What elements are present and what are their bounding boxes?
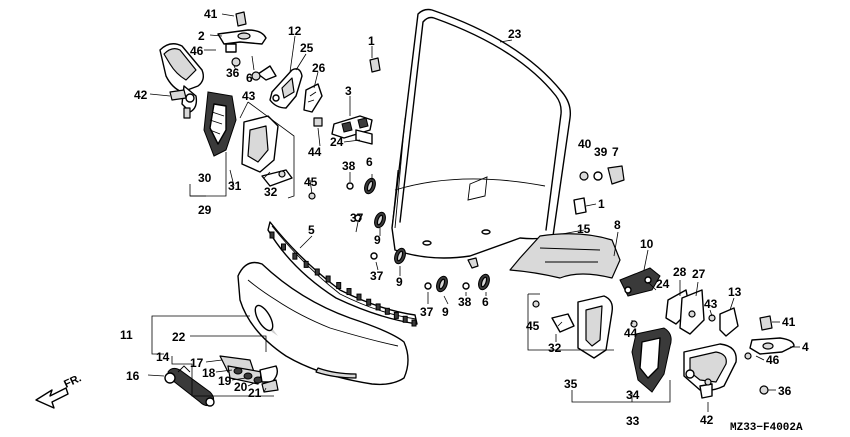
callout-1-right: 1 — [598, 197, 605, 211]
callout-17: 17 — [190, 356, 204, 370]
strip-tab — [356, 293, 362, 301]
callout-35: 35 — [564, 377, 578, 391]
callout-24-center: 24 — [330, 135, 344, 149]
callout-36: 36 — [226, 66, 240, 80]
callout-42-right: 42 — [700, 413, 714, 427]
callout-42: 42 — [134, 88, 148, 102]
callout-34: 34 — [626, 388, 640, 402]
callout-16: 16 — [126, 369, 140, 383]
top-clamp-assembly — [217, 11, 267, 67]
front-cowl — [237, 261, 409, 386]
callout-13: 13 — [728, 285, 742, 299]
callout-labels: 41 2 46 36 6 12 25 26 42 43 30 31 32 45 … — [120, 7, 809, 428]
callout-39: 39 — [594, 145, 608, 159]
front-direction-arrow: FR. — [35, 372, 83, 409]
callout-27: 27 — [692, 267, 706, 281]
callout-19: 19 — [218, 374, 232, 388]
strip-tab — [336, 282, 342, 290]
right-clips — [573, 165, 625, 215]
callout-8: 8 — [614, 218, 621, 232]
callout-15: 15 — [577, 222, 591, 236]
strip-tab — [375, 303, 381, 311]
callout-32-right: 32 — [548, 341, 562, 355]
center-mount-bracket — [313, 57, 381, 145]
callout-37-b: 37 — [370, 269, 384, 283]
callout-40: 40 — [578, 137, 592, 151]
callout-45: 45 — [304, 175, 318, 189]
grommets-and-screws — [346, 177, 490, 293]
callout-44-right: 44 — [624, 326, 638, 340]
callout-22: 22 — [172, 330, 186, 344]
callout-3: 3 — [345, 84, 352, 98]
callout-44-center: 44 — [308, 145, 322, 159]
callout-14: 14 — [156, 350, 170, 364]
callout-9-c: 9 — [442, 305, 449, 319]
callout-20: 20 — [234, 380, 248, 394]
callout-29: 29 — [198, 203, 212, 217]
callout-26: 26 — [312, 61, 326, 75]
strip-tab — [269, 231, 275, 239]
callout-41: 41 — [204, 7, 218, 21]
strip-tab — [314, 268, 320, 276]
drawing-code: MZ33−F4002A — [730, 422, 803, 434]
callout-41-right: 41 — [782, 315, 796, 329]
callout-9-b: 9 — [396, 275, 403, 289]
strip-tab — [292, 252, 298, 260]
leader-lines — [147, 13, 800, 412]
right-mount-brackets — [619, 267, 795, 395]
callout-38-right: 38 — [458, 295, 472, 309]
callout-45-right: 45 — [526, 319, 540, 333]
callout-43-right: 43 — [704, 297, 718, 311]
left-mirror — [159, 43, 205, 113]
callout-46-right: 46 — [766, 353, 780, 367]
strip-tab — [325, 275, 331, 283]
callout-21: 21 — [248, 386, 262, 400]
strip-tab — [346, 288, 352, 296]
callout-9-a: 9 — [374, 233, 381, 247]
right-mirror — [683, 343, 737, 399]
callout-7: 7 — [612, 145, 619, 159]
left-bracket-assembly — [169, 89, 316, 200]
strip-tab — [402, 315, 408, 323]
strip-tab — [393, 311, 399, 319]
callout-36-right: 36 — [778, 384, 792, 398]
inner-cover-strip — [267, 221, 418, 327]
callout-6: 6 — [246, 71, 253, 85]
callout-30: 30 — [198, 171, 212, 185]
mirror-mount-brackets — [251, 65, 323, 113]
callout-1-top: 1 — [368, 34, 375, 48]
strip-tab — [303, 260, 309, 268]
callout-32: 32 — [264, 185, 278, 199]
direction-label: FR. — [62, 372, 83, 390]
callout-38-left: 38 — [342, 159, 356, 173]
callout-6-right: 6 — [482, 295, 489, 309]
callout-31: 31 — [228, 179, 242, 193]
callout-6-center: 6 — [366, 155, 373, 169]
callout-11: 11 — [120, 328, 133, 342]
callout-2: 2 — [198, 29, 205, 43]
strip-tab — [280, 243, 286, 251]
callout-37-c: 37 — [420, 305, 434, 319]
callout-46: 46 — [190, 44, 204, 58]
callout-24-right: 24 — [656, 277, 670, 291]
callout-25: 25 — [300, 41, 314, 55]
right-bracket-assembly — [532, 295, 672, 393]
callout-4: 4 — [802, 340, 809, 354]
strip-tab — [384, 307, 390, 315]
windscreen — [391, 8, 572, 269]
callout-43: 43 — [242, 89, 256, 103]
callout-33: 33 — [626, 414, 640, 428]
callout-28: 28 — [673, 265, 687, 279]
callout-10: 10 — [640, 237, 654, 251]
callout-23: 23 — [508, 27, 522, 41]
strip-tab — [411, 319, 417, 327]
callout-5: 5 — [308, 223, 315, 237]
strip-tab — [366, 298, 372, 306]
lower-windscreen-panel — [509, 233, 621, 279]
callout-12: 12 — [288, 24, 302, 38]
callout-37-a: 37 — [350, 211, 364, 225]
callout-18: 18 — [202, 366, 216, 380]
